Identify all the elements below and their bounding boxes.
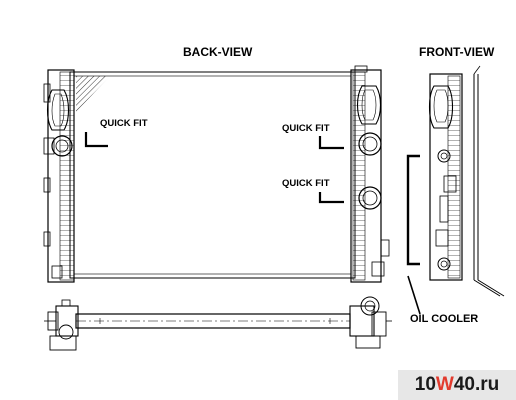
back-view-radiator xyxy=(43,65,390,283)
quick-fit-left-leader xyxy=(84,132,108,148)
quick-fit-right-top-leader xyxy=(318,136,344,150)
hatched-corner xyxy=(76,76,110,112)
quick-fit-right-bottom-label: QUICK FIT xyxy=(282,178,330,189)
radiator-core-inner xyxy=(73,75,352,275)
watermark-accent: W xyxy=(435,374,454,395)
back-view-title: BACK-VIEW xyxy=(183,45,253,59)
oil-cooler-label: OIL COOLER xyxy=(410,313,479,325)
bottom-view-radiator xyxy=(44,296,392,351)
quick-fit-left-label: QUICK FIT xyxy=(100,118,148,129)
radiator-core-outline xyxy=(69,71,356,279)
watermark-suffix: 40.ru xyxy=(453,374,500,395)
quick-fit-right-bottom-leader xyxy=(318,192,344,204)
front-view-radiator xyxy=(428,65,505,297)
oil-cooler-leader xyxy=(406,154,420,266)
watermark-prefix: 10 xyxy=(414,374,436,395)
left-tank xyxy=(43,69,75,283)
right-tank xyxy=(350,65,390,283)
front-view-title: FRONT-VIEW xyxy=(419,45,495,59)
quick-fit-right-top-label: QUICK FIT xyxy=(282,123,330,134)
oil-cooler-pointer xyxy=(407,275,421,315)
